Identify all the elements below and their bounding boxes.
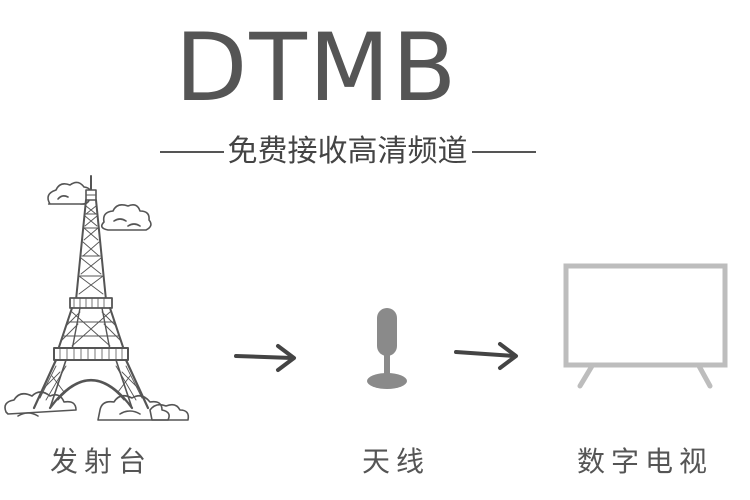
subtitle-dash-right — [471, 151, 536, 153]
caption-digital-tv: 数字电视 — [577, 445, 714, 478]
caption-transmitter: 发射台 — [50, 445, 153, 478]
arrow-right-icon — [234, 344, 296, 372]
cloud-icon — [4, 391, 190, 421]
television-icon — [563, 263, 728, 389]
subtitle-dash-left — [159, 151, 224, 153]
page-subtitle: 免费接收高清频道 — [227, 134, 468, 169]
eiffel-tower-icon — [4, 175, 190, 421]
cloud-icon — [47, 181, 92, 205]
cloud-icon — [100, 204, 152, 231]
page-title: DTMB — [175, 14, 459, 123]
arrow-right-icon — [454, 342, 518, 370]
antenna-icon — [367, 308, 407, 389]
subtitle-row: 免费接收高清频道 — [150, 132, 545, 172]
caption-antenna: 天线 — [362, 445, 431, 478]
